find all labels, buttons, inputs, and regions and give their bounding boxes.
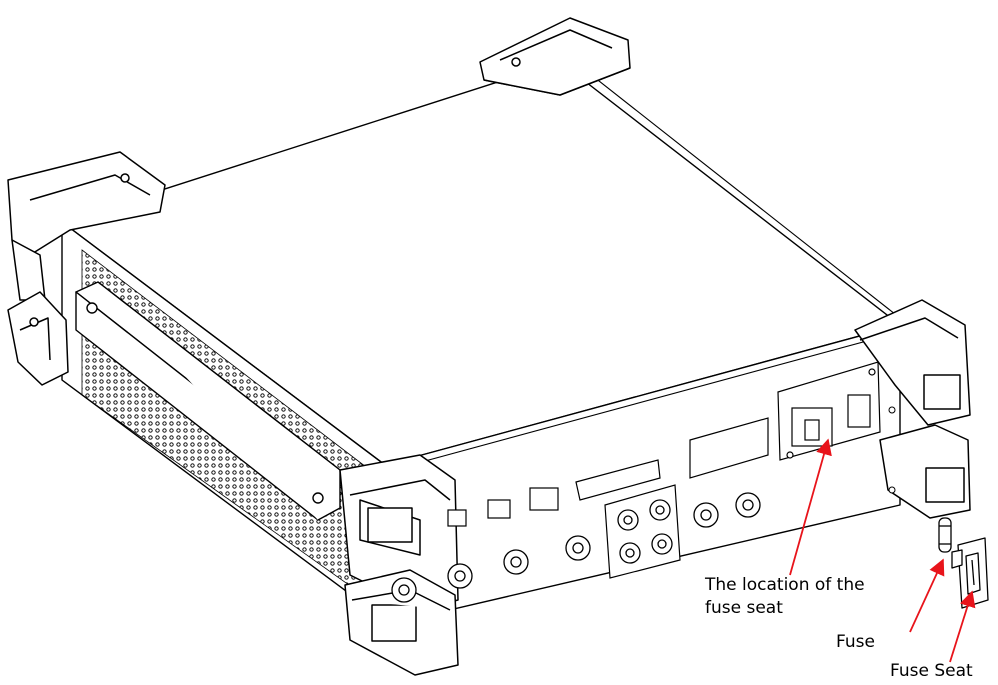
fuse-icon (938, 517, 952, 553)
fuse-arrow (909, 558, 945, 633)
fuse-seat-callout: Fuse Seat (890, 661, 973, 681)
fuse-seat-arrow (949, 590, 976, 663)
corner-bumper-front-bottom (344, 569, 459, 676)
usb-port-2 (447, 509, 467, 527)
corner-bumper-left-top (7, 151, 166, 301)
corner-bumper-back-top (479, 17, 631, 96)
expansion-cover (689, 417, 769, 479)
fuse-seat-slot (804, 419, 820, 441)
corner-bumper-left-bottom (7, 291, 69, 386)
location-arrow (789, 438, 832, 576)
location-callout-line1: The location of the (705, 575, 865, 595)
usb-device-port (487, 499, 511, 519)
fuse-seat-icon (951, 537, 989, 609)
power-switch (847, 394, 871, 428)
corner-bumper-front-top (339, 454, 459, 611)
corner-bumper-right-bottom (879, 424, 971, 519)
location-callout-line2: fuse seat (705, 598, 783, 618)
corner-bumper-right-top (854, 299, 971, 426)
lan-port (529, 487, 559, 511)
fuse-callout: Fuse (836, 632, 875, 652)
bnc-connectors (391, 492, 761, 603)
side-handle (75, 281, 341, 521)
gpib-connector (575, 459, 661, 501)
